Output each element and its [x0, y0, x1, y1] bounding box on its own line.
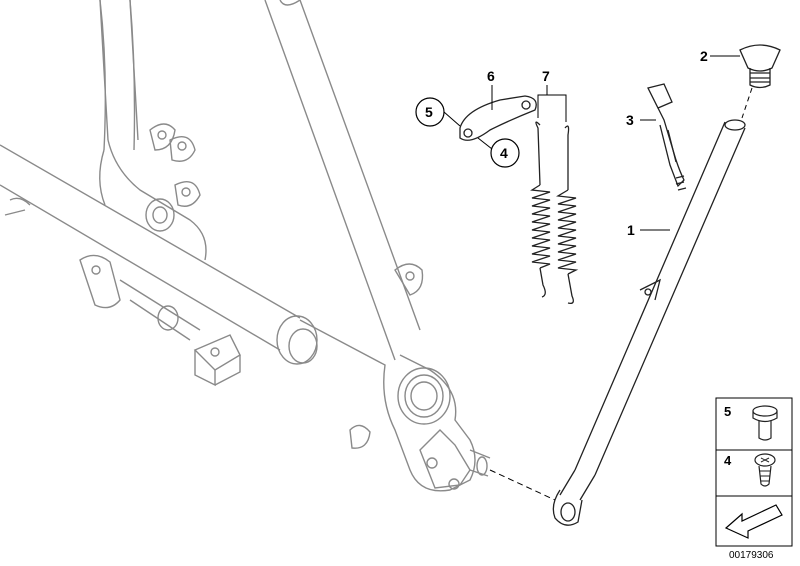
assembly-line-top	[741, 87, 753, 119]
assembly-line	[489, 469, 556, 501]
callout-3: 3	[626, 112, 634, 128]
arrow-icon	[724, 504, 783, 539]
spring-plate	[459, 95, 537, 141]
callout-4-circle	[490, 138, 520, 168]
callout-7: 7	[542, 68, 550, 84]
callout-5-circle	[415, 97, 445, 127]
motorcycle-frame	[0, 0, 491, 492]
callout-6: 6	[487, 68, 495, 84]
side-stand-switch	[647, 83, 687, 191]
bolt	[739, 44, 781, 89]
leader-lines	[443, 55, 740, 231]
legend-label-4: 4	[724, 453, 732, 468]
callout-4: 4	[500, 145, 508, 161]
side-stand	[552, 119, 746, 526]
torx-screw-icon	[754, 453, 776, 487]
callout-5: 5	[425, 104, 433, 120]
collar-bolt-icon	[752, 405, 778, 441]
callout-2: 2	[700, 48, 708, 64]
reference-number: 00179306	[729, 550, 774, 561]
legend-label-5: 5	[724, 404, 731, 419]
callout-1: 1	[627, 222, 635, 238]
springs	[530, 121, 579, 304]
fastener-legend: 5 4	[715, 397, 793, 547]
